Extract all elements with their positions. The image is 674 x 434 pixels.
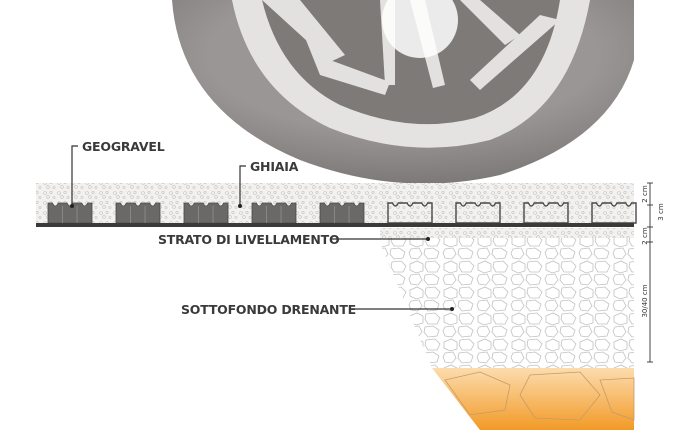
grid-cell xyxy=(319,202,365,224)
dim-leveling: 2 cm xyxy=(641,227,649,245)
ghiaia-marker xyxy=(238,204,242,208)
grid-cell xyxy=(183,202,229,224)
label-sottofondo: SOTTOFONDO DRENANTE xyxy=(181,302,356,317)
dimension-lines xyxy=(647,182,653,363)
base-line xyxy=(36,223,634,227)
car-wheel xyxy=(172,0,634,184)
drainage-subbase xyxy=(378,238,634,368)
soil-layer xyxy=(432,368,634,430)
rim-spokes xyxy=(262,0,560,95)
hub-dark xyxy=(262,0,560,125)
grid-cell xyxy=(115,202,161,224)
geogravel-marker xyxy=(70,204,74,208)
strato-marker xyxy=(426,237,430,241)
grid-cell xyxy=(455,202,501,224)
grid-cell xyxy=(387,202,433,224)
ghiaia-leader xyxy=(239,165,246,205)
dim-subbase: 30/40 cm xyxy=(641,284,649,318)
label-geogravel: GEOGRAVEL xyxy=(82,139,165,154)
dim-top-layer: 2 cm xyxy=(641,185,649,203)
label-ghiaia: GHIAIA xyxy=(250,159,299,174)
grid-cell xyxy=(523,202,569,224)
geogravel-leader xyxy=(71,145,78,205)
sottofondo-marker xyxy=(450,307,454,311)
label-strato: STRATO DI LIVELLAMENTO xyxy=(158,232,340,247)
dim-combined: 3 cm xyxy=(657,203,665,221)
geogravel-grid-outline xyxy=(387,202,637,224)
grid-cell xyxy=(591,202,637,224)
geogravel-grid-filled xyxy=(47,202,365,224)
grid-cell xyxy=(251,202,297,224)
